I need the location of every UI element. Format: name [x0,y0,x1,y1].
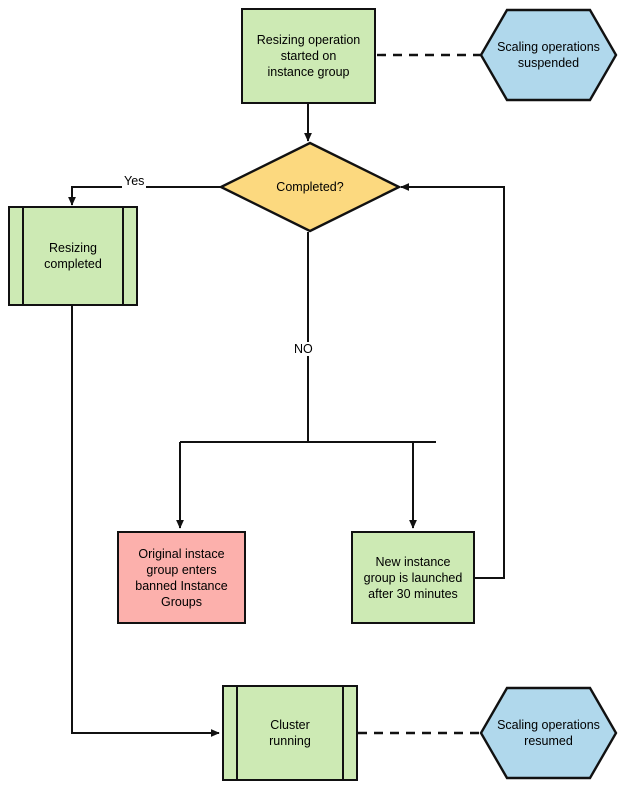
node-completed-decision-label: Completed? [276,180,344,194]
edge-label-no: NO [292,342,315,356]
node-resizing-started-label: Resizing operation started on instance g… [256,33,361,79]
node-original-group-banned-label: Original instace group enters banned Ins… [135,546,228,609]
hexagon-shape [479,8,618,102]
node-completed-decision[interactable]: Completed? [219,141,401,233]
node-cluster-running-label: Cluster running [269,718,311,748]
node-resizing-started[interactable]: Resizing operation started on instance g… [241,8,376,104]
node-resizing-completed-label: Resizing completed [44,241,102,271]
node-scaling-suspended-label: Scaling operations suspended [497,40,600,70]
diamond-shape [219,141,401,233]
node-scaling-suspended[interactable]: Scaling operations suspended [479,8,618,102]
edge-new-group-loopback-to-decision [400,183,505,579]
predef-left-bar [22,208,24,304]
node-resizing-completed[interactable]: Resizing completed [8,206,138,306]
hexagon-shape [479,686,618,780]
edge-resizing-completed-to-cluster-running [71,306,220,737]
predef-right-bar [342,687,344,779]
node-scaling-resumed-label: Scaling operations resumed [497,718,600,748]
edge-label-yes: Yes [122,174,147,188]
node-cluster-running[interactable]: Cluster running [222,685,358,781]
predef-left-bar [236,687,238,779]
node-scaling-resumed[interactable]: Scaling operations resumed [479,686,618,780]
node-new-group-launched[interactable]: New instance group is launched after 30 … [351,531,475,624]
node-original-group-banned[interactable]: Original instace group enters banned Ins… [117,531,246,624]
edge-decision-yes-to-resizing-completed [68,186,223,206]
node-new-group-launched-label: New instance group is launched after 30 … [363,554,463,601]
predef-right-bar [122,208,124,304]
